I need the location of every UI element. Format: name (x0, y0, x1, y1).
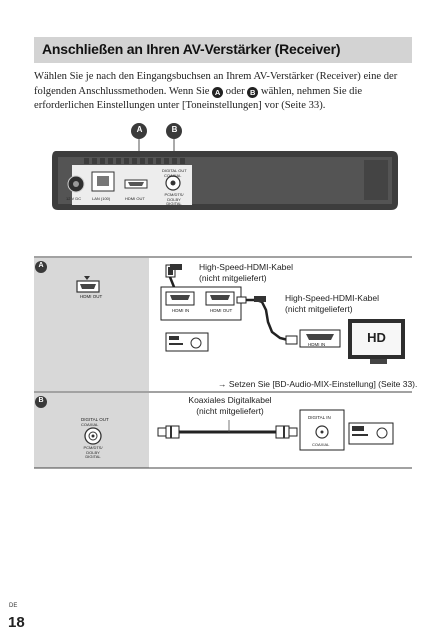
receiver-hdmi-out-label: HDMI OUT (210, 308, 233, 313)
coax-cable-name: Koaxiales Digitalkabel (188, 395, 272, 405)
cable-2-label: High-Speed-HDMI-Kabel (nicht mitgeliefer… (285, 293, 379, 314)
av-receiver-a (160, 286, 242, 352)
tv-set (299, 319, 405, 364)
audio-mix-note: → Setzen Sie [BD-Audio-MIX-Einstellung] … (218, 379, 417, 390)
av-receiver-b (299, 409, 394, 451)
panel-b-digital-out-label: DIGITAL OUT (81, 417, 109, 422)
receiver-coaxial-label: COAXIAL (312, 442, 330, 447)
player-coaxial-digital-label: PCM/DTS/ DOLBY DIGITAL (164, 192, 184, 206)
panel-a-hdmi-out-label: HDMI OUT (80, 294, 103, 299)
marker-b-label: B (171, 125, 178, 134)
panel-b-coaxial-label: COAXIAL (81, 422, 99, 427)
section-a-marker: A (38, 262, 44, 269)
page-language: DE (9, 603, 18, 609)
cable-1-name: High-Speed-HDMI-Kabel (199, 262, 294, 272)
coaxial-cable (157, 420, 298, 439)
arrow-right-icon: → (218, 379, 227, 389)
section-b-marker: B (38, 397, 44, 404)
intro-text-1: Wählen Sie je nach den Eingangsbuchsen a… (34, 71, 398, 97)
panel-b-pcm-label: PCM/DTS/ DOLBY DIGITAL (83, 445, 103, 459)
lan-label: LAN (100) (92, 196, 111, 201)
tv-hdmi-in-label: HDMI IN (308, 342, 326, 347)
dc-in-label: 12 V DC (66, 196, 82, 201)
marker-a-icon: A (212, 86, 224, 98)
marker-b-icon: B (247, 86, 259, 98)
section-a-panel (34, 258, 149, 391)
coax-cable-label: Koaxiales Digitalkabel (nicht mitgeliefe… (178, 395, 282, 416)
marker-a-label: A (136, 125, 143, 134)
page-number: 18 (8, 614, 25, 631)
cable-1-note: (nicht mitgeliefert) (199, 272, 267, 283)
player-rear-panel (52, 151, 398, 210)
hdmi-cable-2 (236, 296, 298, 345)
audio-mix-text: Setzen Sie [BD-Audio-MIX-Einstellung] (S… (228, 379, 418, 389)
intro-text-2: wählen, nehmen Sie die erforderlichen Ei… (34, 85, 363, 112)
receiver-digital-in-label: DIGITAL IN (308, 415, 331, 420)
cable-2-note: (nicht mitgeliefert) (285, 303, 353, 314)
player-hdmi-out-label: HDMI OUT (125, 196, 145, 201)
cable-1-label: High-Speed-HDMI-Kabel (nicht mitgeliefer… (199, 262, 293, 283)
intro-paragraph: Wählen Sie je nach den Eingangsbuchsen a… (34, 70, 412, 114)
receiver-hdmi-in-label: HDMI IN (172, 308, 190, 313)
section-title-bar: Anschließen an Ihren AV-Verstärker (Rece… (34, 37, 412, 63)
tv-hd-label: HD (367, 330, 386, 345)
intro-or: oder (223, 85, 248, 97)
player-digital-out-label: DIGITAL OUT (162, 168, 187, 173)
section-title: Anschließen an Ihren AV-Verstärker (Rece… (42, 41, 341, 57)
cable-2-name: High-Speed-HDMI-Kabel (285, 293, 380, 303)
panel-a-hdmi-jack (76, 276, 100, 293)
player-coaxial-label: COAXIAL (164, 173, 182, 178)
coax-cable-note: (nicht mitgeliefert) (196, 405, 264, 416)
